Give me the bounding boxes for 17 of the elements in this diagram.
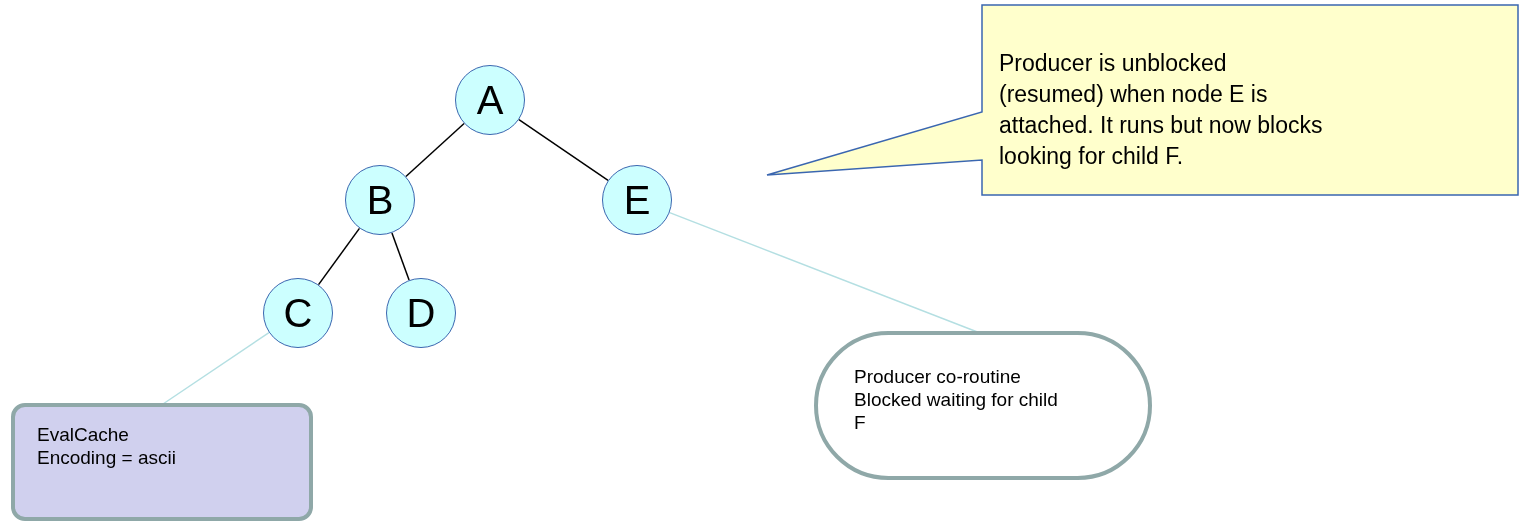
- tree-edge: [317, 227, 361, 286]
- tree-edge: [391, 232, 410, 281]
- note-text: EvalCache: [37, 423, 130, 446]
- note-text: Encoding = ascii: [37, 446, 177, 469]
- tree-node-circle: A: [455, 65, 525, 135]
- note-text: Producer is unblocked (resumed) when node E is attached. It runs but now blocks looking for child F.: [999, 49, 1324, 171]
- note-text: Blocked waiting for child F: [854, 388, 1058, 434]
- tree-edge: [518, 118, 609, 182]
- tree-node-circle: C: [263, 278, 333, 348]
- note-text: Producer co-routine: [854, 365, 1022, 388]
- callout-box: [766, 4, 1520, 197]
- tree-node-circle: E: [602, 165, 672, 235]
- tree-edge: [405, 122, 465, 178]
- cache-box: [11, 403, 313, 521]
- tree-node-circle: B: [345, 165, 415, 235]
- tree-node-circle: D: [386, 278, 456, 348]
- leader-line: [162, 331, 270, 405]
